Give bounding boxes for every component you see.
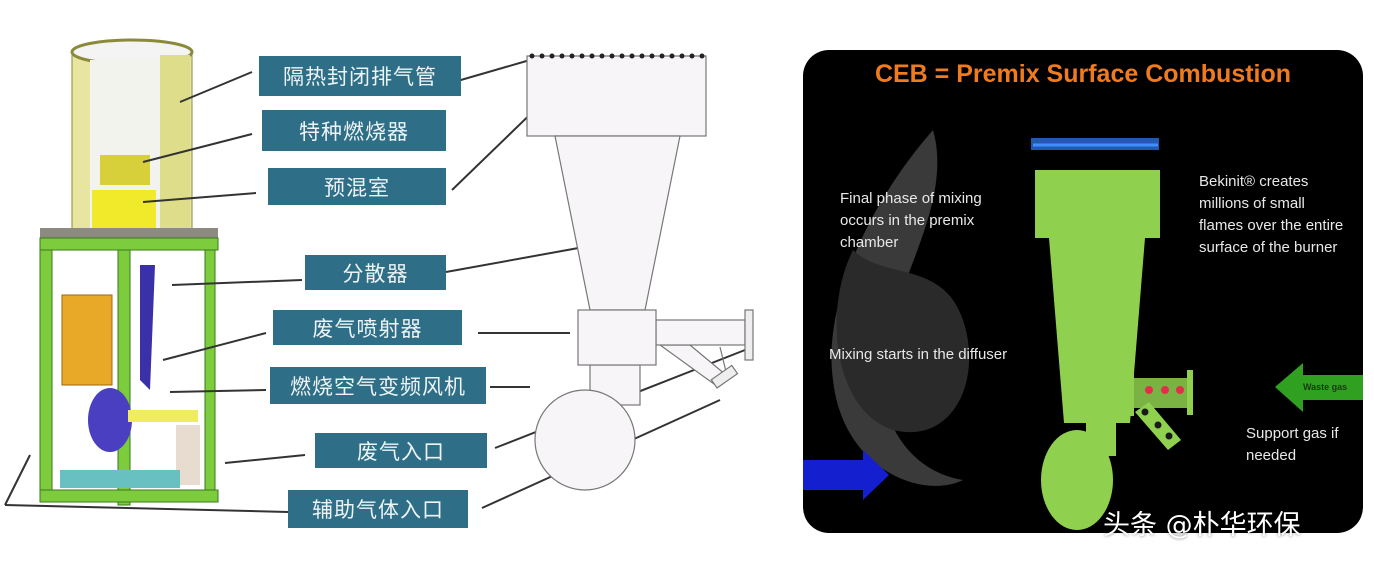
panel-title: CEB = Premix Surface Combustion	[874, 60, 1292, 88]
text-support-gas: Support gas if needed	[1246, 425, 1339, 464]
label-diffuser: 分散器	[305, 255, 446, 290]
burner-surface-dots	[529, 53, 705, 59]
label-waste-gas-injector: 废气喷射器	[273, 310, 462, 345]
burner-schematic	[526, 55, 754, 491]
air-arrow-icon	[803, 450, 889, 500]
label-auxiliary-gas-inlet: 辅助气体入口	[288, 490, 468, 528]
green-burner	[1035, 170, 1193, 530]
ceb-graphic	[803, 130, 1363, 530]
equipment-illustration	[39, 38, 219, 506]
label-insulated-exhaust-pipe: 隔热封闭排气管	[259, 56, 461, 96]
label-premix-chamber: 预混室	[268, 168, 446, 205]
watermark: 头条 @朴华环保	[1103, 510, 1301, 541]
flames-row	[1031, 138, 1159, 150]
label-combustion-air-vfd-fan: 燃烧空气变频风机	[270, 367, 486, 404]
text-diffuser: Mixing starts in the diffuser	[829, 346, 1008, 363]
text-bekinit: Bekinit® creates millions of small flame…	[1199, 173, 1344, 256]
waste-gas-arrow-label: Waste gas	[1303, 382, 1348, 392]
waste-gas-arrow-icon	[1275, 363, 1363, 412]
label-waste-gas-inlet: 废气入口	[315, 433, 487, 468]
ceb-panel: CEB = Premix Surface Combustion Final ph…	[803, 50, 1363, 533]
text-premix-phase: Final phase of mixing occurs in the prem…	[840, 190, 982, 251]
label-special-burner: 特种燃烧器	[262, 110, 446, 151]
